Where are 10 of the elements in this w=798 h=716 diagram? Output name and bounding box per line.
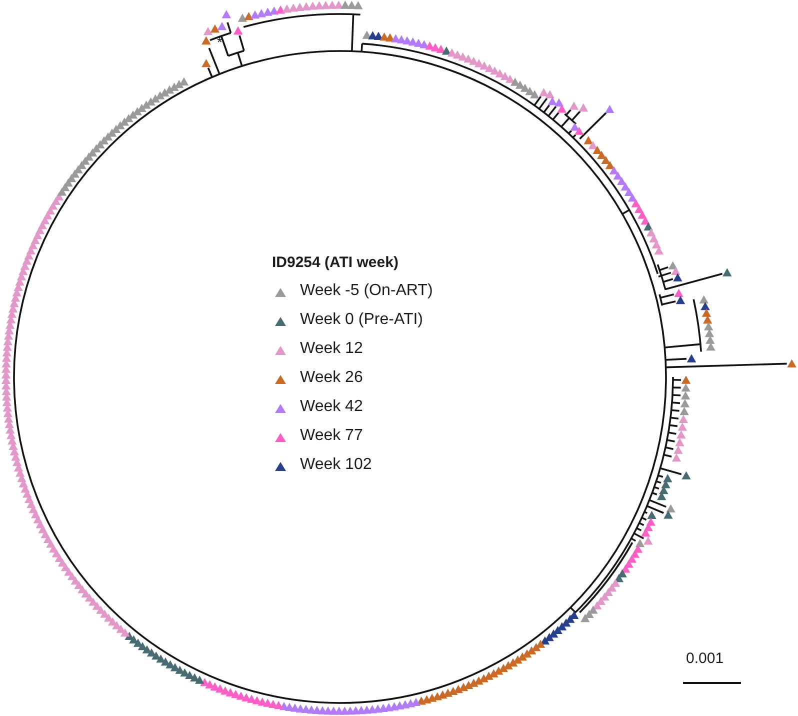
legend-title: ID9254 (ATI week) <box>272 255 398 270</box>
legend-label: Week 26 <box>300 370 363 386</box>
legend-label: Week 0 (Pre-ATI) <box>300 312 423 328</box>
legend-label: Week 77 <box>300 428 363 444</box>
legend-label: Week 102 <box>300 457 372 473</box>
legend-label: Week -5 (On-ART) <box>300 283 433 299</box>
legend-label: Week 42 <box>300 399 363 415</box>
legend-label: Week 12 <box>300 341 363 357</box>
scale-bar-label: 0.001 <box>686 651 724 666</box>
asterisk-annotation: * <box>217 35 222 49</box>
